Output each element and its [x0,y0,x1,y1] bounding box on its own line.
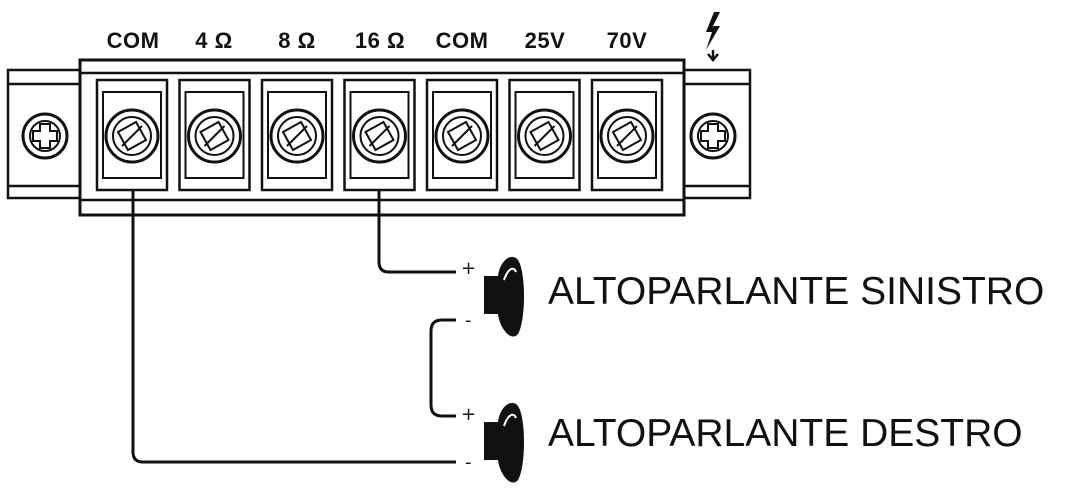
speaker-left-label: ALTOPARLANTE SINISTRO [548,270,1045,313]
terminal-cell-6 [590,78,664,192]
terminal-cell-0 [95,78,169,192]
terminal-cell-2 [260,78,334,192]
wires [131,190,456,464]
right-speaker-minus: - [465,452,472,473]
terminal-label-70v: 70V [606,28,648,53]
terminal-label-8-ohm: 8 Ω [278,28,316,53]
mounting-screw-left [21,112,69,160]
terminal-cell-5 [508,78,581,192]
speaker-right [484,402,524,483]
wire-com-to-right-minus [131,190,456,464]
mounting-screw-right [689,112,737,160]
right-speaker-plus: + [461,404,477,425]
left-speaker-plus: + [461,258,477,279]
wire-16ohm-to-left-plus [377,190,456,274]
terminal-label-com-1: COM [106,28,160,53]
lightning-bolt-icon [706,12,720,62]
speaker-right-label: ALTOPARLANTE DESTRO [548,412,1023,455]
terminal-label-4-ohm: 4 Ω [195,28,233,53]
terminal-label-25v: 25V [524,28,566,53]
terminal-label-16-ohm: 16 Ω [354,28,406,53]
terminal-cell-4 [425,78,499,192]
terminal-cell-3 [343,78,416,192]
terminal-cells [95,78,664,192]
left-speaker-minus: - [465,310,472,331]
terminal-cell-1 [178,78,251,192]
terminal-label-com-2: COM [435,28,489,53]
speaker-left [484,256,524,337]
wire-left-minus-to-right-plus [429,318,456,418]
